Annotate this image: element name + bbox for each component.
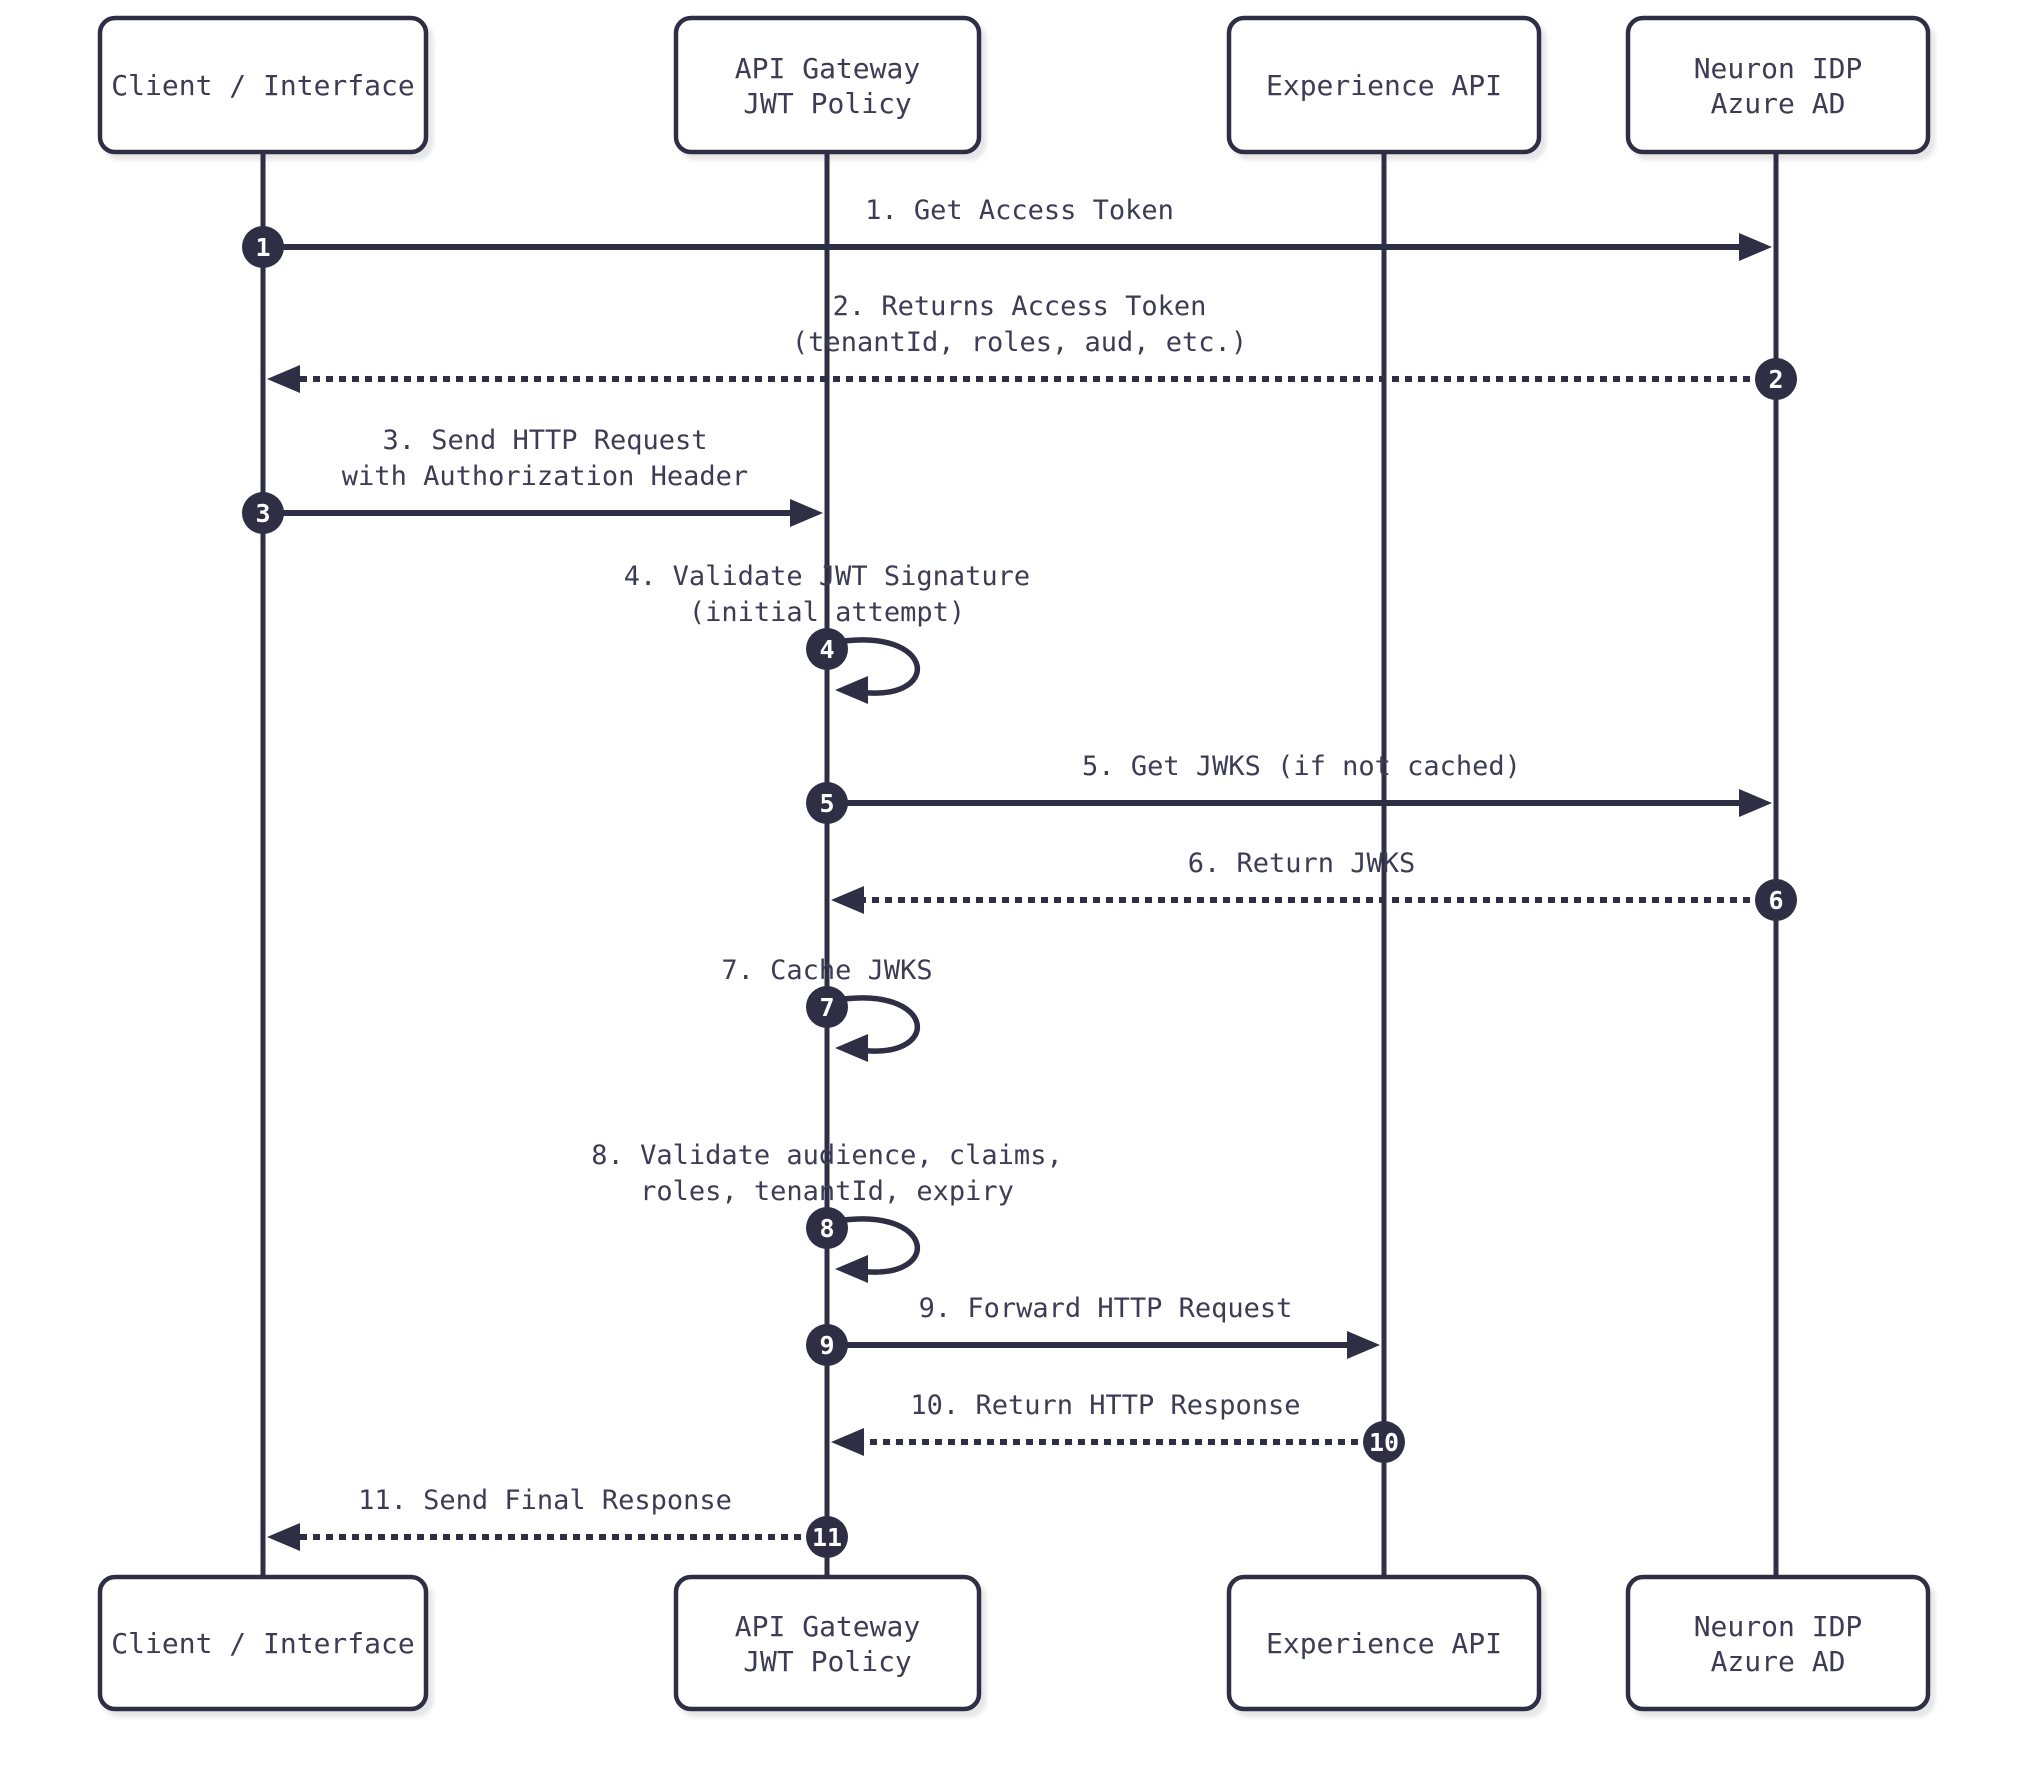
message-10-badge-number: 10: [1369, 1428, 1399, 1457]
message-5-label-line1: 5. Get JWKS (if not cached): [1082, 751, 1521, 782]
message-2-label-line1: 2. Returns Access Token: [833, 291, 1207, 322]
message-5-badge-number: 5: [819, 789, 834, 818]
actor-box-bottom-idp: [1625, 1574, 1931, 1712]
message-6-label-line1: 6. Return JWKS: [1188, 848, 1416, 879]
message-7-group: 7 7. Cache JWKS: [721, 955, 933, 1062]
message-10-group: 10 10. Return HTTP Response: [831, 1390, 1405, 1463]
message-8-badge: [806, 1207, 848, 1249]
message-11-badge-number: 11: [812, 1523, 842, 1552]
message-6-arrowhead-icon: [831, 886, 864, 914]
message-11-badge: [806, 1516, 848, 1558]
message-9-badge: [806, 1324, 848, 1366]
actor-label-top-client: Client / Interface: [111, 69, 414, 102]
actor-label-bottom-gateway: API Gateway: [735, 1610, 920, 1643]
message-9-badge-number: 9: [819, 1331, 834, 1360]
actor-label-top-idp: Azure AD: [1711, 87, 1846, 120]
actor-label-bottom-client: Client / Interface: [111, 1627, 414, 1660]
message-4-badge: [806, 628, 848, 670]
message-3-group: 3 3. Send HTTP Request with Authorization …: [242, 425, 823, 534]
message-2-group: 2 2. Returns Access Token (tenantId, roles…: [267, 291, 1797, 400]
actor-label-top-gateway: JWT Policy: [743, 87, 912, 120]
actor-label-top-gateway: API Gateway: [735, 52, 920, 85]
message-2-badge-number: 2: [1768, 365, 1783, 394]
message-4-arrowhead-icon: [835, 676, 868, 704]
message-8-badge-number: 8: [819, 1214, 834, 1243]
message-7-self-loop: [830, 995, 921, 1054]
actor-top-experience: Experience API: [1226, 15, 1542, 155]
message-9-group: 9 9. Forward HTTP Request: [806, 1293, 1380, 1366]
actor-label-top-experience: Experience API: [1266, 69, 1502, 102]
message-3-label-line1: 3. Send HTTP Request: [382, 425, 707, 456]
actor-box-bottom-experience: [1226, 1574, 1542, 1712]
message-1-badge: [242, 226, 284, 268]
message-1-arrowhead-icon: [1739, 233, 1772, 261]
actor-top-client: Client / Interface: [97, 15, 429, 155]
message-8-label-line2: roles, tenantId, expiry: [640, 1176, 1014, 1207]
message-3-badge: [242, 492, 284, 534]
message-1-label-line1: 1. Get Access Token: [865, 195, 1174, 226]
message-11-arrowhead-icon: [267, 1523, 300, 1551]
actor-label-bottom-idp: Neuron IDP: [1694, 1610, 1863, 1643]
message-10-badge: [1363, 1421, 1405, 1463]
actor-box-top-client: [97, 15, 429, 155]
message-4-label-line1: 4. Validate JWT Signature: [624, 561, 1030, 592]
message-7-label-line1: 7. Cache JWKS: [721, 955, 932, 986]
actor-bottom-client: Client / Interface: [97, 1574, 429, 1712]
actor-box-bottom-client: [97, 1574, 429, 1712]
message-1-group: 1 1. Get Access Token: [242, 195, 1772, 268]
message-10-label-line1: 10. Return HTTP Response: [910, 1390, 1300, 1421]
actor-box-top-idp: [1625, 15, 1931, 155]
message-7-badge-number: 7: [819, 993, 834, 1022]
message-8-label-line1: 8. Validate audience, claims,: [591, 1140, 1062, 1171]
message-9-label-line1: 9. Forward HTTP Request: [919, 1293, 1293, 1324]
message-4-group: 4 4. Validate JWT Signature (initial attem…: [624, 561, 1030, 704]
message-3-arrowhead-icon: [790, 499, 823, 527]
actor-box-top-experience: [1226, 15, 1542, 155]
message-3-badge-number: 3: [255, 499, 270, 528]
actor-label-bottom-experience: Experience API: [1266, 1627, 1502, 1660]
message-2-arrowhead-icon: [267, 365, 300, 393]
message-5-badge: [806, 782, 848, 824]
message-11-group: 11 11. Send Final Response: [267, 1485, 848, 1558]
actor-box-top-gateway: [673, 15, 982, 155]
message-4-label-line2: (initial attempt): [689, 597, 965, 628]
message-2-label-line2: (tenantId, roles, aud, etc.): [792, 327, 1247, 358]
message-5-arrowhead-icon: [1739, 789, 1772, 817]
message-10-arrowhead-icon: [831, 1428, 864, 1456]
actor-label-bottom-gateway: JWT Policy: [743, 1645, 912, 1678]
message-8-arrowhead-icon: [835, 1255, 868, 1283]
actor-label-bottom-idp: Azure AD: [1711, 1645, 1846, 1678]
message-11-label-line1: 11. Send Final Response: [358, 1485, 732, 1516]
message-6-group: 6 6. Return JWKS: [831, 848, 1797, 921]
message-1-badge-number: 1: [255, 233, 270, 262]
message-4-self-loop: [830, 637, 921, 696]
message-9-arrowhead-icon: [1347, 1331, 1380, 1359]
message-7-arrowhead-icon: [835, 1034, 868, 1062]
message-8-self-loop: [830, 1216, 921, 1275]
message-2-badge: [1755, 358, 1797, 400]
actor-box-bottom-gateway: [673, 1574, 982, 1712]
message-3-label-line2: with Authorization Header: [342, 461, 748, 492]
message-6-badge: [1755, 879, 1797, 921]
message-8-group: 8 8. Validate audience, claims, roles, ten…: [591, 1140, 1063, 1283]
actor-bottom-experience: Experience API: [1226, 1574, 1542, 1712]
message-5-group: 5 5. Get JWKS (if not cached): [806, 751, 1772, 824]
message-4-badge-number: 4: [819, 635, 834, 664]
message-6-badge-number: 6: [1768, 886, 1783, 915]
message-7-badge: [806, 986, 848, 1028]
actor-label-top-idp: Neuron IDP: [1694, 52, 1863, 85]
